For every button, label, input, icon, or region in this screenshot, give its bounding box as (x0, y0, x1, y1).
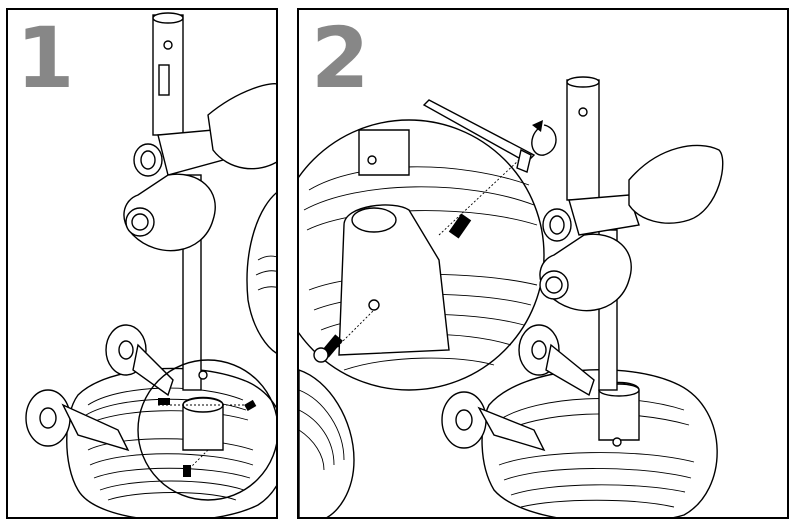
screw-icon (158, 398, 257, 477)
assembled-stand (441, 76, 724, 517)
detail-circle (137, 359, 276, 501)
step-1-number: 1 (16, 9, 75, 107)
step-2-number: 2 (311, 9, 370, 107)
wheels (25, 324, 174, 452)
base-plate (66, 367, 276, 517)
step-2-illustration (299, 76, 724, 517)
allen-key-icon (422, 99, 536, 173)
screw-icon (313, 213, 472, 363)
detail-circle (299, 119, 545, 391)
step-1-panel: 1 (6, 8, 278, 519)
pole (152, 12, 202, 391)
step-1-illustration (25, 12, 276, 517)
handle-clamp (123, 83, 276, 252)
rotation-arrow-icon (531, 120, 557, 156)
step-2-panel: 2 (297, 8, 789, 519)
